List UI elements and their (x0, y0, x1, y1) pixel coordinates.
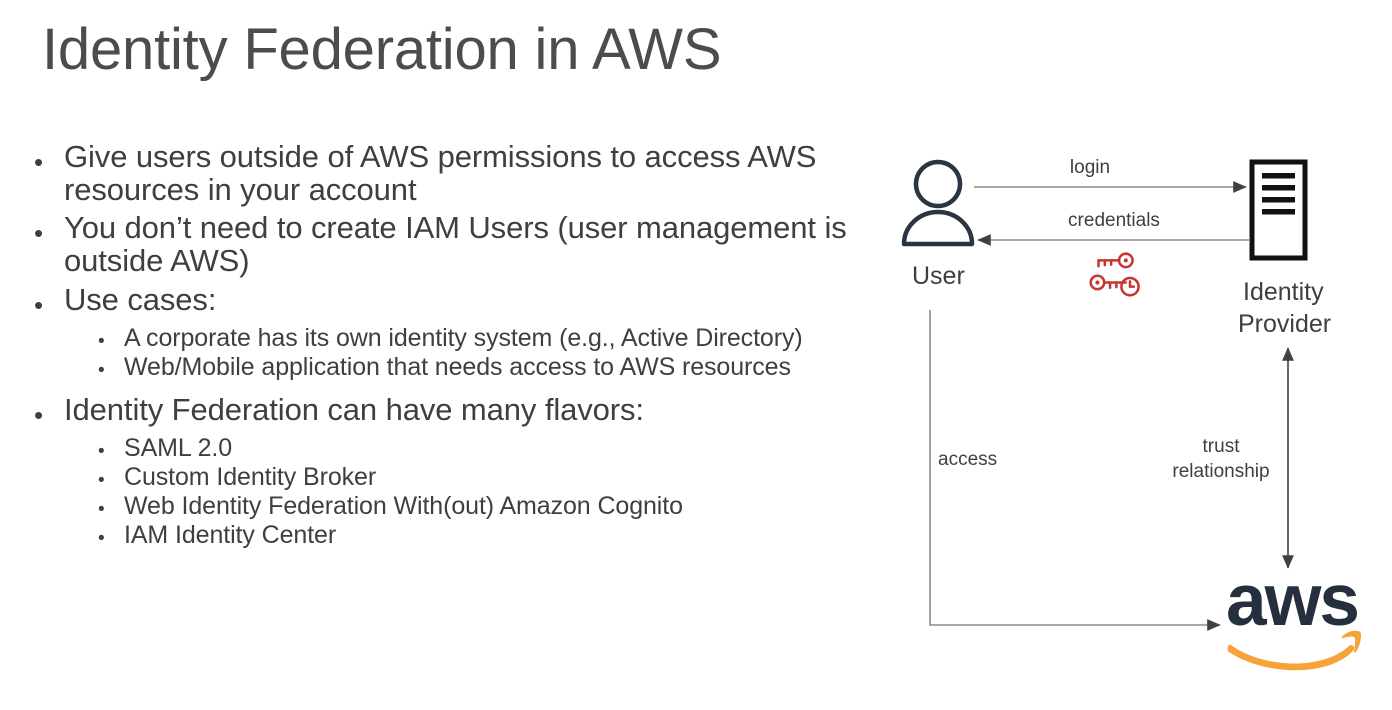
aws-logo-smile-tail (1341, 630, 1362, 653)
bullet-text: A corporate has its own identity system … (124, 323, 803, 352)
identity-provider-label-line1: Identity (1243, 278, 1324, 306)
bullet-list: • Give users outside of AWS permissions … (34, 140, 864, 551)
trust-relationship-label-line1: trust (1203, 436, 1241, 457)
bullet-text: Web Identity Federation With(out) Amazon… (124, 491, 683, 520)
trust-relationship-label-line2: relationship (1172, 461, 1269, 482)
server-icon (1249, 159, 1308, 261)
sub-bullet-item: • A corporate has its own identity syste… (98, 323, 864, 352)
bullet-text: Give users outside of AWS permissions to… (64, 139, 817, 208)
access-label: access (938, 449, 997, 470)
bullet-item: • Give users outside of AWS permissions … (34, 140, 864, 206)
sub-bullet-item: • Web/Mobile application that needs acce… (98, 352, 864, 381)
identity-provider-label-line2: Provider (1238, 310, 1331, 338)
bullet-dot-icon: • (98, 469, 105, 491)
bullet-dot-icon: • (34, 289, 44, 320)
aws-logo-wordmark: aws (1226, 560, 1358, 641)
sub-bullet-item: • IAM Identity Center (98, 520, 864, 549)
bullet-dot-icon: • (98, 498, 105, 520)
temporary-keys-icon (1089, 252, 1140, 297)
bullet-item: • You don’t need to create IAM Users (us… (34, 211, 864, 277)
bullet-text: You don’t need to create IAM Users (user… (64, 210, 847, 279)
credentials-label: credentials (1068, 210, 1160, 231)
bullet-dot-icon: • (34, 218, 44, 249)
sub-bullet-item: • Web Identity Federation With(out) Amaz… (98, 491, 864, 520)
bullet-dot-icon: • (98, 330, 105, 352)
user-label: User (912, 262, 965, 290)
login-label: login (1070, 157, 1110, 178)
bullet-dot-icon: • (34, 399, 44, 430)
access-arrow (929, 310, 1221, 631)
bullet-item: • Use cases: (34, 281, 864, 320)
bullet-dot-icon: • (98, 440, 105, 462)
bullet-dot-icon: • (98, 527, 105, 549)
sub-bullet-item: • Custom Identity Broker (98, 462, 864, 491)
bullet-text: Identity Federation can have many flavor… (64, 391, 644, 427)
bullet-text: IAM Identity Center (124, 520, 337, 549)
bullet-dot-icon: • (98, 359, 105, 381)
federation-diagram: User Identity Provider login credentials… (890, 140, 1380, 680)
user-icon (901, 159, 975, 247)
bullet-item: • Identity Federation can have many flav… (34, 391, 864, 430)
sub-bullet-item: • SAML 2.0 (98, 433, 864, 462)
bullet-text: Web/Mobile application that needs access… (124, 352, 791, 381)
bullet-text: Custom Identity Broker (124, 462, 377, 491)
aws-logo: aws (1226, 560, 1362, 671)
bullet-dot-icon: • (34, 147, 44, 177)
aws-logo-smile (1227, 644, 1355, 671)
bullet-text: Use cases: (64, 281, 217, 317)
bullet-text: SAML 2.0 (124, 433, 233, 462)
page-title: Identity Federation in AWS (42, 17, 722, 82)
